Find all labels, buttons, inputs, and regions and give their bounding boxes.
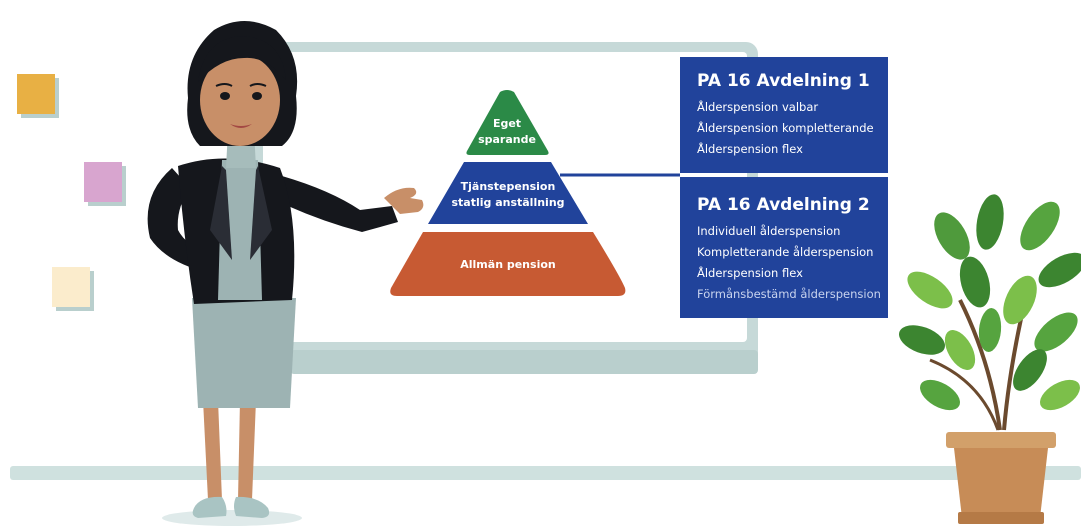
potted-plant-illustration: [899, 194, 1081, 524]
pyramid-bottom-label: Allmän pension: [460, 258, 555, 271]
pa16-avdelning1-box: PA 16 Avdelning 1 Ålderspension valbar Å…: [680, 57, 888, 173]
pyramid-middle-line2: statlig anställning: [451, 196, 564, 209]
box2-item: Förmånsbestämd ålderspension: [697, 287, 881, 301]
box1-title: PA 16 Avdelning 1: [697, 71, 870, 91]
box2-item: Kompletterande ålderspension: [697, 245, 874, 259]
floor-line: [10, 466, 1081, 480]
box2-item: Ålderspension flex: [697, 266, 803, 280]
box1-item: Ålderspension flex: [697, 142, 803, 156]
woman-presenter-illustration: [147, 21, 424, 526]
pyramid-middle-line1: Tjänstepension: [461, 180, 556, 193]
pyramid-bottom-tier: [390, 232, 626, 296]
pyramid-top-tier: [466, 90, 549, 155]
pension-pyramid: Eget sparande Tjänstepension statlig ans…: [390, 90, 626, 296]
sticky-note-icon: [52, 267, 94, 311]
sticky-note-icon: [17, 74, 59, 118]
pa16-avdelning2-box: PA 16 Avdelning 2 Individuell ålderspens…: [680, 177, 888, 318]
pyramid-top-line2: sparande: [478, 133, 536, 146]
box2-title: PA 16 Avdelning 2: [697, 195, 870, 215]
pyramid-middle-tier: [428, 162, 588, 224]
pyramid-top-line1: Eget: [493, 117, 521, 130]
box1-item: Ålderspension kompletterande: [697, 121, 874, 135]
box1-item: Ålderspension valbar: [697, 100, 819, 114]
box2-item: Individuell ålderspension: [697, 224, 841, 238]
sticky-note-icon: [84, 162, 126, 206]
